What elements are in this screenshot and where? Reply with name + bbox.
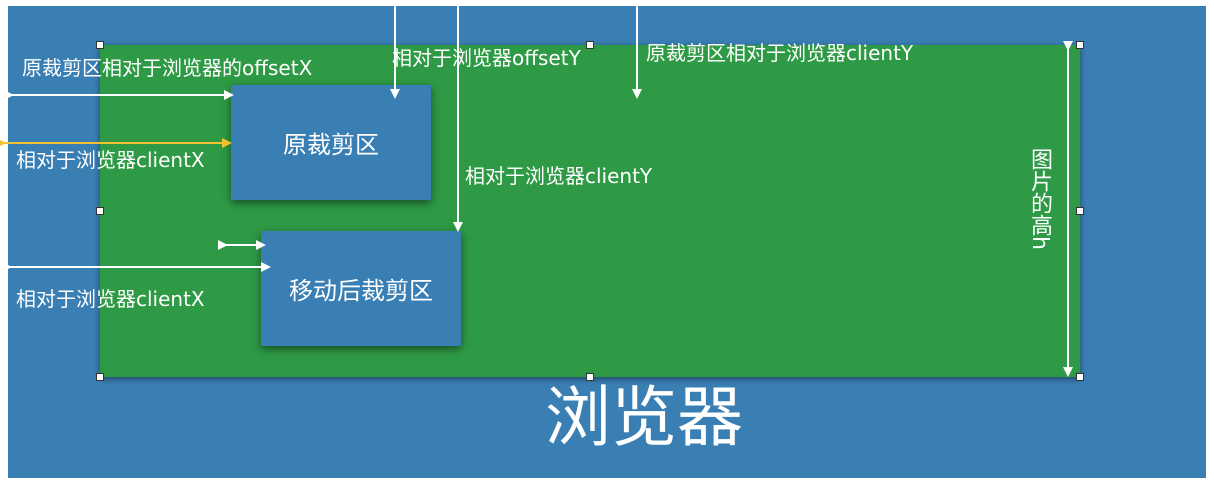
resize-handle-bottom-left[interactable] [96,373,104,381]
original-crop-box[interactable]: 原裁剪区 [231,85,431,200]
moved-crop-label: 移动后裁剪区 [289,277,433,305]
offset-y-label: 相对于浏览器offsetY [392,46,581,70]
client-x-label-1: 相对于浏览器clientX [16,148,205,172]
original-crop-label: 原裁剪区 [283,131,379,159]
browser-title: 浏览器 [545,379,743,456]
resize-handle-top-center[interactable] [586,41,594,49]
resize-handle-top-right[interactable] [1076,41,1084,49]
resize-handle-middle-right[interactable] [1076,207,1084,215]
moved-crop-box[interactable]: 移动后裁剪区 [261,231,461,346]
orig-client-y-label: 原裁剪区相对于浏览器clientY [646,41,914,65]
image-height-label: 图片的高h [1027,148,1052,250]
client-y-label: 相对于浏览器clientY [465,164,653,188]
resize-handle-bottom-center[interactable] [586,373,594,381]
resize-handle-middle-left[interactable] [96,207,104,215]
resize-handle-bottom-right[interactable] [1076,373,1084,381]
orig-offset-x-label: 原裁剪区相对于浏览器的offsetX [22,56,313,80]
resize-handle-top-left[interactable] [96,41,104,49]
client-x-label-2: 相对于浏览器clientX [16,287,205,311]
